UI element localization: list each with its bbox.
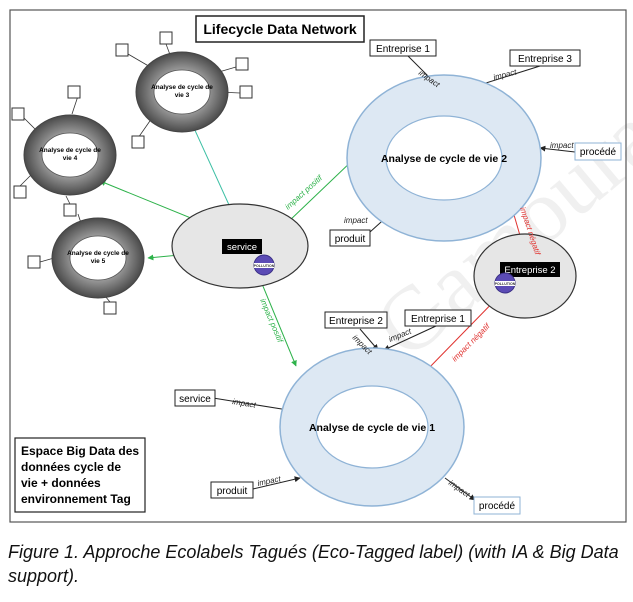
badge-text: POLLUTION [495, 282, 516, 286]
impact-label: impact [492, 67, 518, 82]
lca4-label-line2: vie 4 [63, 155, 78, 162]
big-data-line3: vie + données [21, 476, 101, 490]
box-service-bottom: service [174, 389, 216, 407]
satellite-box [239, 85, 253, 99]
edge-ent1-lca1 [383, 325, 437, 351]
impact-positive-label: impact positif [283, 173, 324, 211]
box-ent1-top-label: Entreprise 1 [376, 44, 430, 55]
diagram-title: Lifecycle Data Network [203, 21, 356, 37]
satellite-box [11, 107, 25, 121]
satellite-box [13, 185, 27, 199]
big-data-line4: environnement Tag [21, 492, 131, 506]
satellite-box [159, 31, 173, 45]
service-node-label: service [227, 242, 257, 253]
lca1-label: Analyse de cycle de vie 1 [309, 422, 435, 434]
badge-text: POLLUTION [254, 264, 275, 268]
impact-label: impact [387, 326, 413, 343]
box-ent1-top: Entreprise 1 [369, 39, 437, 57]
satellite-box [63, 203, 77, 217]
box-produit-mid-label: produit [335, 234, 366, 245]
lca5-ring: Analyse de cycle de vie 5 [51, 217, 145, 299]
edge-ent2-lca1-black [359, 328, 379, 351]
box-ent2-bottom-label: Entreprise 2 [329, 316, 383, 327]
satellite-box [235, 57, 249, 71]
satellite-box [27, 255, 41, 269]
big-data-box: Espace Big Data des données cycle de vie… [14, 437, 146, 513]
box-ent3-top: Entreprise 3 [509, 49, 581, 67]
box-produit-bottom: produit [210, 481, 254, 499]
big-data-line2: données cycle de [21, 460, 121, 474]
figure-caption: Figure 1. Approche Ecolabels Tagués (Eco… [8, 542, 619, 586]
box-procede-bottom-label: procédé [479, 501, 516, 512]
impact-negative-label: impact négatif [450, 321, 492, 363]
lca3-ring: Analyse de cycle de vie 3 [135, 51, 229, 133]
impact-label: impact [447, 478, 472, 499]
satellite-box [115, 43, 129, 57]
lca4-label-line1: Analyse de cycle de [39, 147, 101, 154]
satellite-box [131, 135, 145, 149]
edge-produit-lca1 [252, 476, 301, 490]
lca3-label-line2: vie 3 [175, 92, 190, 99]
satellite-box [67, 85, 81, 99]
lca5-label-line2: vie 5 [91, 258, 106, 265]
box-ent3-top-label: Entreprise 3 [518, 54, 572, 65]
impact-label: impact [232, 397, 257, 410]
diagram-frame [9, 9, 627, 523]
lca2-ring: Analyse de cycle de vie 2 [346, 74, 542, 242]
lca3-label-line1: Analyse de cycle de [151, 84, 213, 91]
enterprise2-node-label: Entreprise 2 [504, 265, 555, 276]
edge-service-lca1-black [212, 397, 289, 413]
box-produit-mid: produit [329, 229, 371, 247]
impact-label: impact [550, 141, 574, 150]
satellite-boxes [11, 31, 253, 315]
lca2-label: Analyse de cycle de vie 2 [381, 153, 507, 165]
impact-label: impact [344, 216, 368, 225]
box-service-bottom-label: service [179, 394, 211, 405]
box-ent1-bottom-label: Entreprise 1 [411, 314, 465, 325]
box-procede-bottom: procédé [473, 496, 521, 515]
enterprise2-node: Entreprise 2 POLLUTION [473, 233, 577, 319]
box-ent2-bottom: Entreprise 2 [324, 311, 388, 329]
service-node: service POLLUTION [171, 203, 309, 289]
box-ent1-bottom: Entreprise 1 [404, 309, 472, 327]
lca5-label-line1: Analyse de cycle de [67, 250, 129, 257]
satellite-box [103, 301, 117, 315]
box-produit-bottom-label: produit [217, 486, 248, 497]
impact-label: impact [257, 474, 283, 488]
lca4-ring: Analyse de cycle de vie 4 [23, 114, 117, 196]
lca1-ring: Analyse de cycle de vie 1 [279, 347, 465, 507]
edge-procede-lca2 [539, 145, 576, 153]
edge-lca1-procede [444, 477, 476, 501]
title-box: Lifecycle Data Network [195, 15, 365, 43]
box-procede-top-label: procédé [580, 147, 617, 158]
box-procede-top: procédé [574, 142, 622, 161]
impact-positive-label: impact positif [258, 297, 285, 344]
big-data-line1: Espace Big Data des [21, 444, 139, 458]
